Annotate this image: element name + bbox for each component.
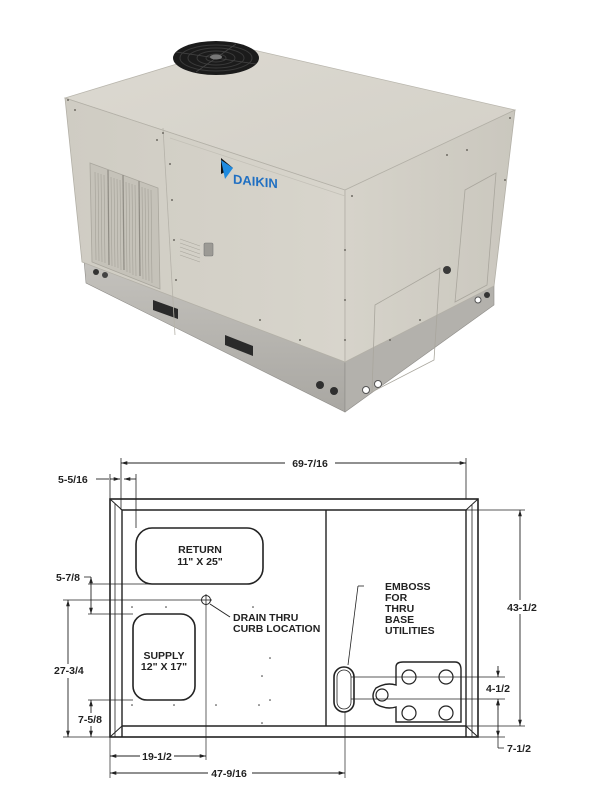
dimension-drawing: RETURN 11" X 25" SUPPLY 12" X 17" DRAIN … — [0, 430, 600, 800]
base-rail — [83, 259, 495, 413]
emboss-slot — [333, 666, 355, 713]
emboss-callout-line3: THRU — [385, 603, 414, 615]
dim-drain-height: 27-3/4 — [54, 665, 84, 677]
condenser-fan — [173, 41, 259, 75]
product-rendering: DAIKIN — [63, 41, 517, 413]
supply-size: 12" X 17" — [141, 661, 187, 673]
emboss-callout-line2: FOR — [385, 592, 408, 604]
dim-utility-bottom: 7-1/2 — [507, 743, 531, 755]
brand-name: DAIKIN — [233, 172, 278, 192]
emboss-callout-line5: UTILITIES — [385, 625, 435, 637]
dim-overall-width: 69-7/16 — [292, 458, 328, 470]
return-label: RETURN — [178, 544, 222, 556]
return-size: 11" X 25" — [177, 556, 223, 568]
supply-opening — [132, 613, 196, 701]
latch-handle — [203, 242, 214, 257]
emboss-callout-line1: EMBOSS — [385, 581, 431, 593]
rivets — [67, 99, 511, 341]
top-view-drawing: RETURN 11" X 25" SUPPLY 12" X 17" DRAIN … — [52, 456, 539, 780]
drain-callout-line1: DRAIN THRU — [233, 612, 298, 624]
drain-callout-line2: CURB LOCATION — [233, 623, 320, 635]
dim-drain-x: 19-1/2 — [142, 751, 172, 763]
control-panel-vent — [179, 238, 214, 263]
condenser-grille — [89, 162, 161, 290]
cabinet — [63, 45, 517, 393]
dim-supply-bottom: 7-5/8 — [78, 714, 102, 726]
dim-return-to-drain: 5-7/8 — [56, 572, 80, 584]
packaged-unit-illustration: DAIKIN — [63, 41, 517, 413]
utility-plate — [372, 661, 462, 723]
daikin-logo: DAIKIN — [221, 158, 278, 191]
dim-utility-spacing: 4-1/2 — [486, 683, 510, 695]
unit-outline — [109, 498, 479, 738]
dim-left-offset: 5-5/16 — [58, 474, 88, 486]
supply-label: SUPPLY — [143, 650, 184, 662]
dim-overall-depth: 43-1/2 — [507, 602, 537, 614]
dim-emboss-x: 47-9/16 — [211, 768, 247, 780]
emboss-callout-line4: BASE — [385, 614, 414, 626]
